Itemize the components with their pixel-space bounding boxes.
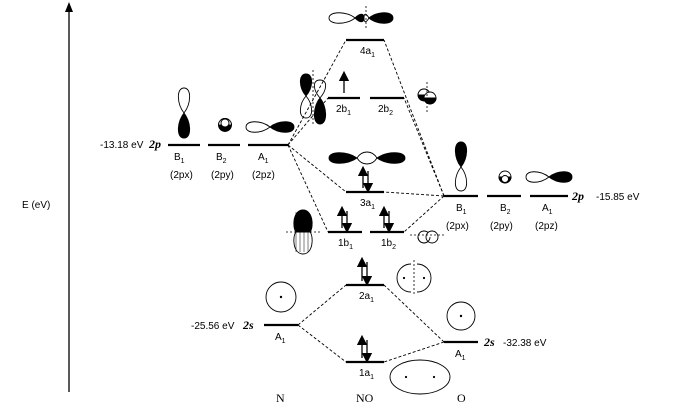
o-2s-energy: -32.38 eV <box>503 338 547 349</box>
n-2p-b1-label: B1 <box>174 152 185 165</box>
mo-1a1-orbital-icon <box>389 359 451 395</box>
n-2p-energy: -13.18 eV <box>100 140 144 151</box>
n-2p-b2-label: B2 <box>216 152 227 165</box>
o-2p-b1-label: B1 <box>456 203 467 216</box>
o-2s-shell-label: 2s <box>483 335 495 349</box>
mo-2b2-label: 2b2 <box>378 104 393 117</box>
o-2p-shell-label: 2p <box>571 189 584 203</box>
mo-1b2-label: 1b2 <box>381 238 396 251</box>
column-label-o: O <box>457 391 466 405</box>
mo-2a1-orbital-icon <box>396 260 432 296</box>
mo-2b2-orbital-icon <box>417 82 437 112</box>
n-2s-label: A1 <box>275 332 286 345</box>
correlation-lines <box>287 39 445 363</box>
o-2pz-orbital-icon <box>525 171 573 183</box>
o-2p-a1-label: A1 <box>542 203 553 216</box>
n-2p-b1-basis: (2px) <box>170 170 193 181</box>
n-2p-b2-basis: (2py) <box>211 170 234 181</box>
mo-2a1-label: 2a1 <box>359 291 374 304</box>
n-2px-orbital-icon <box>177 87 191 139</box>
n-2pz-orbital-icon <box>245 121 295 133</box>
n-2p-a1-label: A1 <box>258 152 269 165</box>
mo-3a1-label: 3a1 <box>360 198 375 211</box>
n-2s-energy: -25.56 eV <box>191 321 235 332</box>
n-2s-orbital-icon <box>265 281 297 313</box>
mo-3a1-orbital-icon <box>328 151 406 165</box>
n-2s-shell-label: 2s <box>242 318 254 332</box>
o-2s-label: A1 <box>455 349 466 362</box>
o-2p-b2-label: B2 <box>500 203 511 216</box>
mo-1b1-orbital-icon <box>286 209 322 255</box>
mo-2b1-orbital-icon <box>299 70 327 126</box>
n-2p-a1-basis: (2pz) <box>252 170 275 181</box>
mo-1a1-label: 1a1 <box>359 368 374 381</box>
axis-label: E (eV) <box>22 200 50 211</box>
mo-1b1-label: 1b1 <box>338 238 353 251</box>
o-2p-energy: -15.85 eV <box>596 192 640 203</box>
n-2py-orbital-icon <box>218 118 232 132</box>
o-2p-b2-basis: (2py) <box>490 221 513 232</box>
o-2p-b1-basis: (2px) <box>446 221 469 232</box>
energy-axis-arrowhead <box>65 2 73 12</box>
o-2s-orbital-icon <box>446 301 476 331</box>
n-2p-shell-label: 2p <box>148 137 161 151</box>
o-2py-orbital-icon <box>498 170 512 184</box>
column-label-n: N <box>276 391 285 405</box>
mo-4a1-orbital-icon <box>328 6 394 30</box>
column-label-no: NO <box>356 391 374 405</box>
mo-2b1-label: 2b1 <box>336 104 351 117</box>
o-2p-a1-basis: (2pz) <box>535 221 558 232</box>
mo-1b2-orbital-icon <box>410 230 444 244</box>
o-2px-orbital-icon <box>454 141 468 192</box>
mo-4a1-label: 4a1 <box>360 46 375 59</box>
